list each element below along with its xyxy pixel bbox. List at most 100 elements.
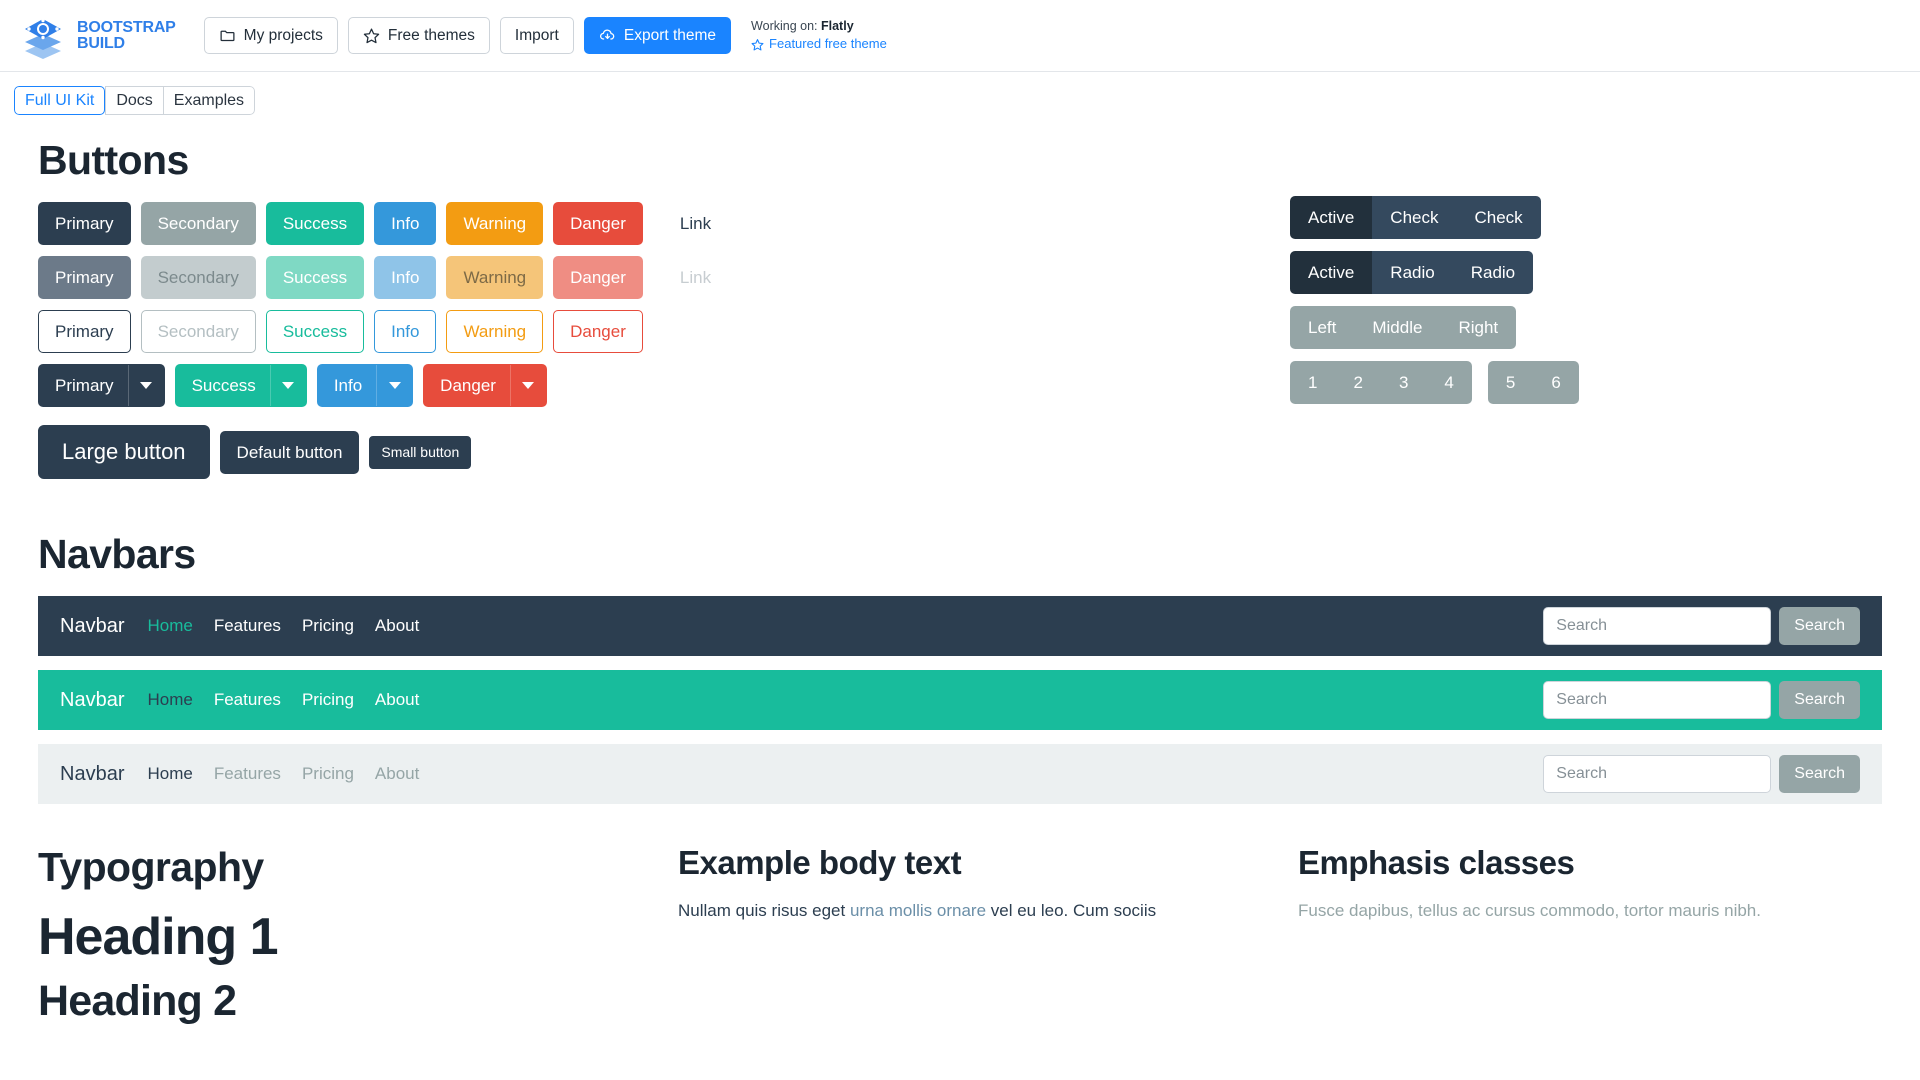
navbar-link-about[interactable]: About xyxy=(374,764,420,783)
navbar-link-home[interactable]: Home xyxy=(147,690,193,709)
button-size-default-button[interactable]: Default button xyxy=(219,430,360,474)
navbar-link-about[interactable]: About xyxy=(374,690,420,709)
check-btn-check[interactable]: Check xyxy=(1456,196,1541,239)
button-outline-danger[interactable]: Danger xyxy=(553,310,643,353)
chevron-down-icon[interactable] xyxy=(509,365,546,406)
page-btn-1[interactable]: 1 xyxy=(1290,361,1336,404)
navbar-search-input[interactable] xyxy=(1543,607,1772,645)
button-solid-warning[interactable]: Warning xyxy=(446,202,544,245)
my-projects-label: My projects xyxy=(243,26,323,44)
navbar-search-form: Search xyxy=(1543,755,1860,793)
app-logo[interactable]: BOOTSTRAP BUILD xyxy=(20,13,176,59)
my-projects-button[interactable]: My projects xyxy=(203,17,338,54)
navbar-search-button[interactable]: Search xyxy=(1779,607,1860,645)
featured-free-theme-label: Featured free theme xyxy=(769,36,887,52)
button-solid-success[interactable]: Success xyxy=(265,202,365,245)
working-on-line: Working on: Flatly xyxy=(751,17,887,35)
typography-emphasis-column: Emphasis classes Fusce dapibus, tellus a… xyxy=(1298,844,1882,1026)
pos-btn-right[interactable]: Right xyxy=(1440,306,1517,349)
navbar-link-pricing[interactable]: Pricing xyxy=(301,616,354,635)
navbar-success: Navbar Home Features Pricing About Search xyxy=(38,670,1882,730)
body-inline-link[interactable]: urna mollis ornare xyxy=(849,901,987,920)
button-solid-info[interactable]: Info xyxy=(374,202,437,245)
chevron-down-icon[interactable] xyxy=(127,365,164,406)
button-outline-info[interactable]: Info xyxy=(374,310,437,353)
page-btn-2[interactable]: 2 xyxy=(1335,361,1381,404)
page-btn-4[interactable]: 4 xyxy=(1426,361,1472,404)
dropdown-button-danger[interactable]: Danger xyxy=(423,364,547,407)
navbar-brand[interactable]: Navbar xyxy=(60,762,125,785)
navbar-links: Home Features Pricing About xyxy=(147,764,419,784)
free-themes-button[interactable]: Free themes xyxy=(347,17,490,54)
tab-examples[interactable]: Examples xyxy=(162,86,256,115)
dropdown-button-success[interactable]: Success xyxy=(174,364,307,407)
tab-docs[interactable]: Docs xyxy=(105,86,163,115)
radio-btn-radio[interactable]: Radio xyxy=(1452,251,1534,294)
button-disabled-danger[interactable]: Danger xyxy=(553,256,643,299)
button-size-small-button[interactable]: Small button xyxy=(369,435,472,469)
folder-icon xyxy=(219,27,236,44)
check-btn-active[interactable]: Active xyxy=(1290,196,1373,239)
example-body-text-title: Example body text xyxy=(678,844,962,881)
navbar-link-about[interactable]: About xyxy=(374,616,420,635)
navbar-search-input[interactable] xyxy=(1543,755,1772,793)
button-solid-danger[interactable]: Danger xyxy=(553,202,643,245)
cloud-download-icon xyxy=(599,27,616,44)
export-theme-button[interactable]: Export theme xyxy=(583,17,732,54)
button-disabled-success[interactable]: Success xyxy=(265,256,365,299)
export-theme-label: Export theme xyxy=(623,26,717,44)
navbar-link-features[interactable]: Features xyxy=(213,764,281,783)
button-link[interactable]: Link xyxy=(663,202,728,245)
button-outline-primary[interactable]: Primary xyxy=(38,310,131,353)
navbar-brand[interactable]: Navbar xyxy=(60,688,125,711)
pos-btn-left[interactable]: Left xyxy=(1290,306,1355,349)
navbar-search-button[interactable]: Search xyxy=(1779,755,1860,793)
button-outline-warning[interactable]: Warning xyxy=(446,310,544,353)
import-button[interactable]: Import xyxy=(499,17,574,54)
button-outline-success[interactable]: Success xyxy=(265,310,365,353)
dropdown-button-info[interactable]: Info xyxy=(316,364,414,407)
navbar-dark: Navbar Home Features Pricing About Search xyxy=(38,596,1882,656)
button-solid-secondary[interactable]: Secondary xyxy=(140,202,256,245)
navbar-link-pricing[interactable]: Pricing xyxy=(301,764,354,783)
navbar-link-features[interactable]: Features xyxy=(213,690,281,709)
navbar-search-input[interactable] xyxy=(1543,681,1772,719)
button-size-large-button[interactable]: Large button xyxy=(38,425,210,479)
page-btn-6[interactable]: 6 xyxy=(1533,361,1579,404)
button-disabled-warning[interactable]: Warning xyxy=(446,256,544,299)
typography-body-column: Example body text Nullam quis risus eget… xyxy=(678,844,1298,1026)
page-btn-3[interactable]: 3 xyxy=(1380,361,1427,404)
chevron-down-icon[interactable] xyxy=(376,365,412,406)
button-outline-secondary[interactable]: Secondary xyxy=(140,310,256,353)
tab-full-ui-kit[interactable]: Full UI Kit xyxy=(14,86,106,115)
navbar-link-home[interactable]: Home xyxy=(147,616,193,635)
button-disabled-primary[interactable]: Primary xyxy=(38,256,131,299)
navbar-search-button[interactable]: Search xyxy=(1779,681,1860,719)
radio-btn-active[interactable]: Active xyxy=(1290,251,1373,294)
navbars-list: NavbarHomeFeaturesPricingAboutSearchNavb… xyxy=(38,596,1882,804)
button-solid-primary[interactable]: Primary xyxy=(38,202,131,245)
radio-btn-radio[interactable]: Radio xyxy=(1372,251,1453,294)
button-disabled-info[interactable]: Info xyxy=(374,256,437,299)
featured-free-theme-link[interactable]: Featured free theme xyxy=(751,35,887,54)
button-disabled-secondary[interactable]: Secondary xyxy=(140,256,256,299)
navbar-link-home[interactable]: Home xyxy=(147,764,193,783)
dropdown-button-primary[interactable]: Primary xyxy=(38,364,165,407)
check-btn-check[interactable]: Check xyxy=(1372,196,1457,239)
pos-btn-middle[interactable]: Middle xyxy=(1354,306,1441,349)
page-btn-5[interactable]: 5 xyxy=(1487,361,1534,404)
navbar-link-pricing[interactable]: Pricing xyxy=(301,690,354,709)
chevron-down-icon[interactable] xyxy=(269,365,306,406)
navbar-brand[interactable]: Navbar xyxy=(60,614,125,637)
navbar-link-features[interactable]: Features xyxy=(213,616,281,635)
button-link-disabled[interactable]: Link xyxy=(663,256,728,299)
